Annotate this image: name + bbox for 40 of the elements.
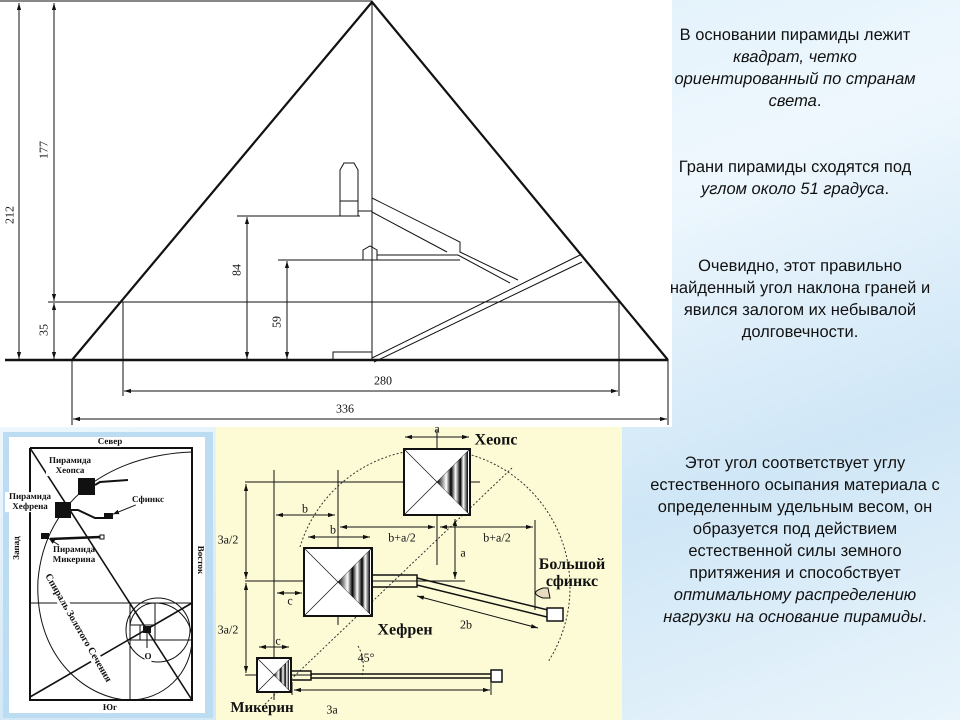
pyramid-icon bbox=[41, 533, 49, 539]
dimension-label: b+a/2 bbox=[388, 530, 416, 546]
dimension-label: 212 bbox=[2, 206, 18, 224]
pyramid-label: Сфинкс bbox=[132, 495, 164, 505]
leader-line bbox=[48, 538, 60, 546]
dimension-label: 3a/2 bbox=[218, 622, 238, 638]
direction-label: Восток bbox=[195, 546, 205, 574]
point-label: О bbox=[144, 652, 152, 662]
direction-label: Юг bbox=[102, 703, 118, 713]
dimension-label: a bbox=[434, 422, 440, 436]
sphinx-icon bbox=[104, 513, 113, 519]
pyramid-label: Пирамида Микерина bbox=[44, 545, 104, 565]
dimension-label: 177 bbox=[36, 141, 52, 159]
dimension-label: b bbox=[330, 522, 336, 538]
direction-label: Север bbox=[98, 437, 122, 447]
dimension-label: b bbox=[302, 502, 308, 516]
dimension-label: a bbox=[460, 546, 466, 560]
paragraph: В основании пирамиды лежит квадрат, четко ориентированный по странам света. bbox=[673, 25, 917, 112]
dimension-label: c bbox=[275, 634, 281, 648]
dimension-label: 3a bbox=[326, 702, 338, 718]
dimension-label: 35 bbox=[36, 324, 52, 336]
pyramid-label: Микерин bbox=[230, 701, 294, 717]
dimension-label: 336 bbox=[336, 402, 354, 416]
dimension-label: 2b bbox=[460, 618, 472, 632]
pyramid-label: Пирамида Хеопса bbox=[46, 456, 94, 476]
paragraph: Этот угол соответствует углу естественного осыпания материала с определенным удельным весом, он образуется под действием естественной силы земного притяжения и способствует оптимальному распределению нагрузки на основание пирамиды. bbox=[650, 453, 940, 628]
sphinx-label: Большой сфинкс bbox=[538, 557, 606, 591]
dimension-label: c bbox=[287, 594, 293, 608]
direction-label: Запад bbox=[12, 536, 22, 560]
pyramid-label: Хефрен bbox=[377, 622, 433, 640]
dimension-label: 84 bbox=[230, 264, 244, 276]
paragraph: Очевидно, этот правильно найденный угол наклона граней и явился залогом их небывалой долговечности. bbox=[668, 256, 932, 343]
paragraph: Грани пирамиды сходятся под углом около 51 градуса. bbox=[678, 157, 912, 200]
dimension-label: b+a/2 bbox=[483, 530, 511, 546]
dimension-label: 3a/2 bbox=[218, 532, 238, 548]
dimension-label: 280 bbox=[374, 374, 392, 388]
dimension-label: 59 bbox=[270, 316, 284, 328]
angle-label: 45° bbox=[358, 650, 374, 666]
pyramid-label: Хеопс bbox=[474, 432, 518, 450]
leader-line bbox=[112, 504, 136, 515]
